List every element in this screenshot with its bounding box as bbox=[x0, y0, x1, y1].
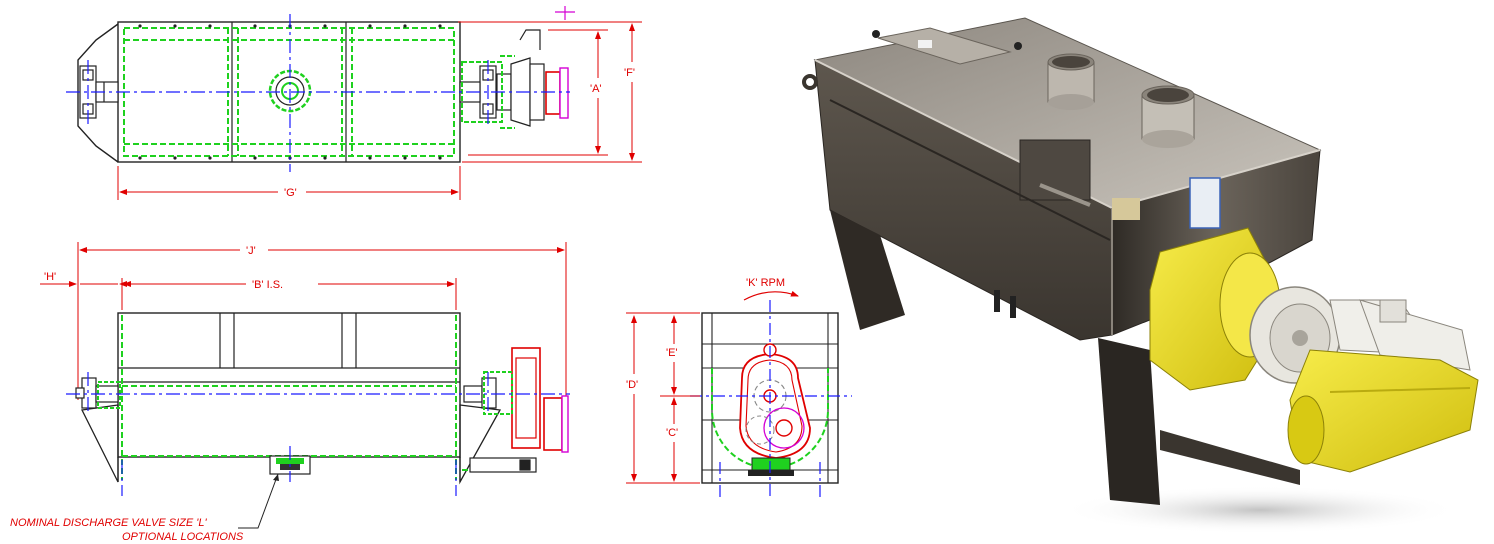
end-view-centerlines bbox=[690, 300, 852, 498]
dimension-h: 'H' bbox=[40, 271, 140, 287]
side-view-centerlines bbox=[66, 372, 570, 496]
dimension-g: 'G' bbox=[117, 166, 461, 200]
end-view-frame bbox=[701, 312, 839, 484]
side-view-right-leg bbox=[459, 404, 502, 485]
side-view: 'J' 'H' 'B' I.S. bbox=[10, 242, 570, 543]
dimension-e-label: 'E' bbox=[666, 347, 678, 359]
top-view-bolts bbox=[138, 24, 442, 160]
dimension-d: 'D' bbox=[626, 312, 664, 484]
dimension-a-label: 'A' bbox=[590, 83, 602, 95]
discharge-valve-note-line2: OPTIONAL LOCATIONS bbox=[122, 531, 244, 543]
dimension-j-label: 'J' bbox=[246, 245, 256, 257]
dimension-c-label: 'C' bbox=[666, 427, 678, 439]
dimension-j: 'J' bbox=[77, 242, 567, 400]
dimension-c: 'C' bbox=[660, 395, 700, 484]
top-view-centerlines bbox=[66, 14, 570, 172]
dimension-g-label: 'G' bbox=[284, 187, 297, 199]
blender-product-image bbox=[802, 17, 1479, 534]
end-view: 'K' RPM bbox=[626, 277, 852, 498]
side-view-left-leg bbox=[81, 404, 119, 483]
dimension-a: 'A' bbox=[468, 29, 608, 156]
dimension-h-label: 'H' bbox=[44, 271, 56, 283]
blender-inlet-ports bbox=[1047, 53, 1195, 148]
dimension-f: 'F' bbox=[458, 21, 642, 163]
discharge-valve-note-line1: NOMINAL DISCHARGE VALVE SIZE 'L' bbox=[10, 517, 207, 529]
top-view: 'A' 'F' 'G' bbox=[66, 6, 642, 200]
end-view-gearbox bbox=[739, 343, 811, 476]
dimension-e: 'E' bbox=[664, 312, 700, 395]
dimension-d-label: 'D' bbox=[626, 379, 638, 391]
blender-access-hatch bbox=[877, 27, 1012, 65]
side-view-drive-assembly bbox=[463, 347, 569, 473]
rpm-label: 'K' RPM bbox=[746, 277, 785, 289]
side-view-left-bearing bbox=[75, 377, 119, 409]
dimension-f-label: 'F' bbox=[624, 67, 635, 79]
dimension-b: 'B' I.S. bbox=[121, 278, 457, 310]
top-view-left-cone bbox=[77, 23, 119, 163]
dimension-b-label: 'B' I.S. bbox=[252, 279, 283, 291]
rotation-arrow bbox=[743, 290, 799, 301]
top-view-drive-assembly bbox=[459, 29, 569, 127]
blender-motor bbox=[1287, 299, 1479, 473]
